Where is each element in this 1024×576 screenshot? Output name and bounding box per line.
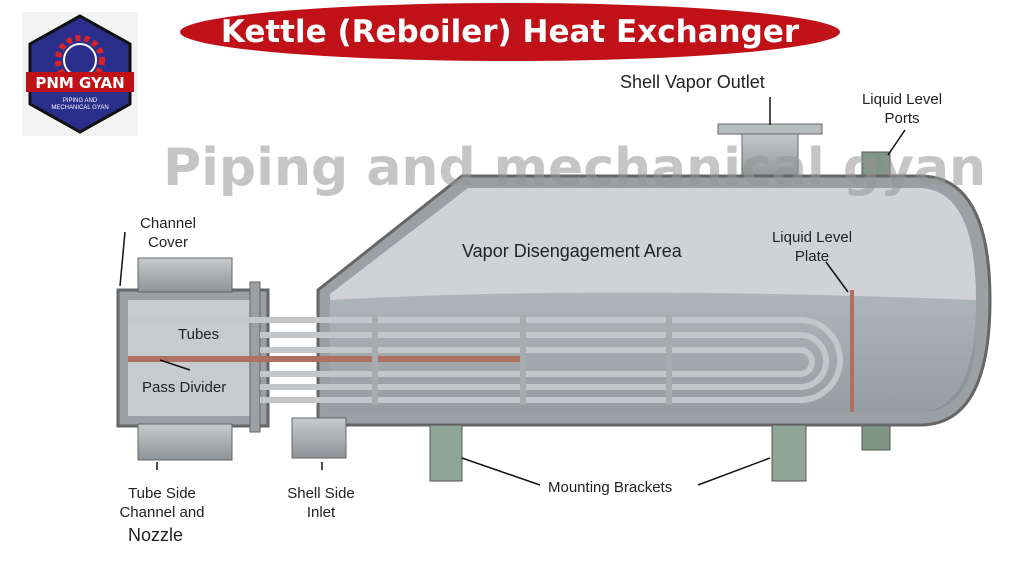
label-shell-side-inlet: Shell Side Inlet <box>287 485 355 521</box>
label-tubes: Tubes <box>178 326 220 343</box>
svg-text:PIPING AND: PIPING AND <box>63 98 98 104</box>
mounting-bracket <box>771 424 807 482</box>
label-nozzle: Nozzle <box>128 525 184 545</box>
label-vapor-disengagement-area: Vapor Disengagement Area <box>462 241 682 261</box>
logo: PNM GYAN PIPING AND MECHANICAL GYAN <box>22 12 138 136</box>
label-liquid-level-ports: Liquid Level Ports <box>861 91 943 127</box>
svg-text:PNM GYAN: PNM GYAN <box>35 74 124 92</box>
pass-divider <box>128 356 520 362</box>
label-pass-divider: Pass Divider <box>142 379 227 396</box>
label-shell-vapor-outlet: Shell Vapor Outlet <box>620 72 765 92</box>
page-title: Kettle (Reboiler) Heat Exchanger <box>180 3 840 61</box>
label-tube-side-channel: Tube Side Channel and <box>119 485 205 521</box>
label-liquid-level-plate: Liquid Level Plate <box>771 229 853 265</box>
label-channel-cover: Channel Cover <box>140 215 196 251</box>
liquid-level-plate <box>850 290 854 412</box>
svg-text:MECHANICAL GYAN: MECHANICAL GYAN <box>51 105 108 111</box>
mounting-bracket <box>429 424 463 482</box>
label-mounting-brackets: Mounting Brackets <box>548 479 673 496</box>
watermark: Piping and mechanical gyan <box>163 138 987 198</box>
